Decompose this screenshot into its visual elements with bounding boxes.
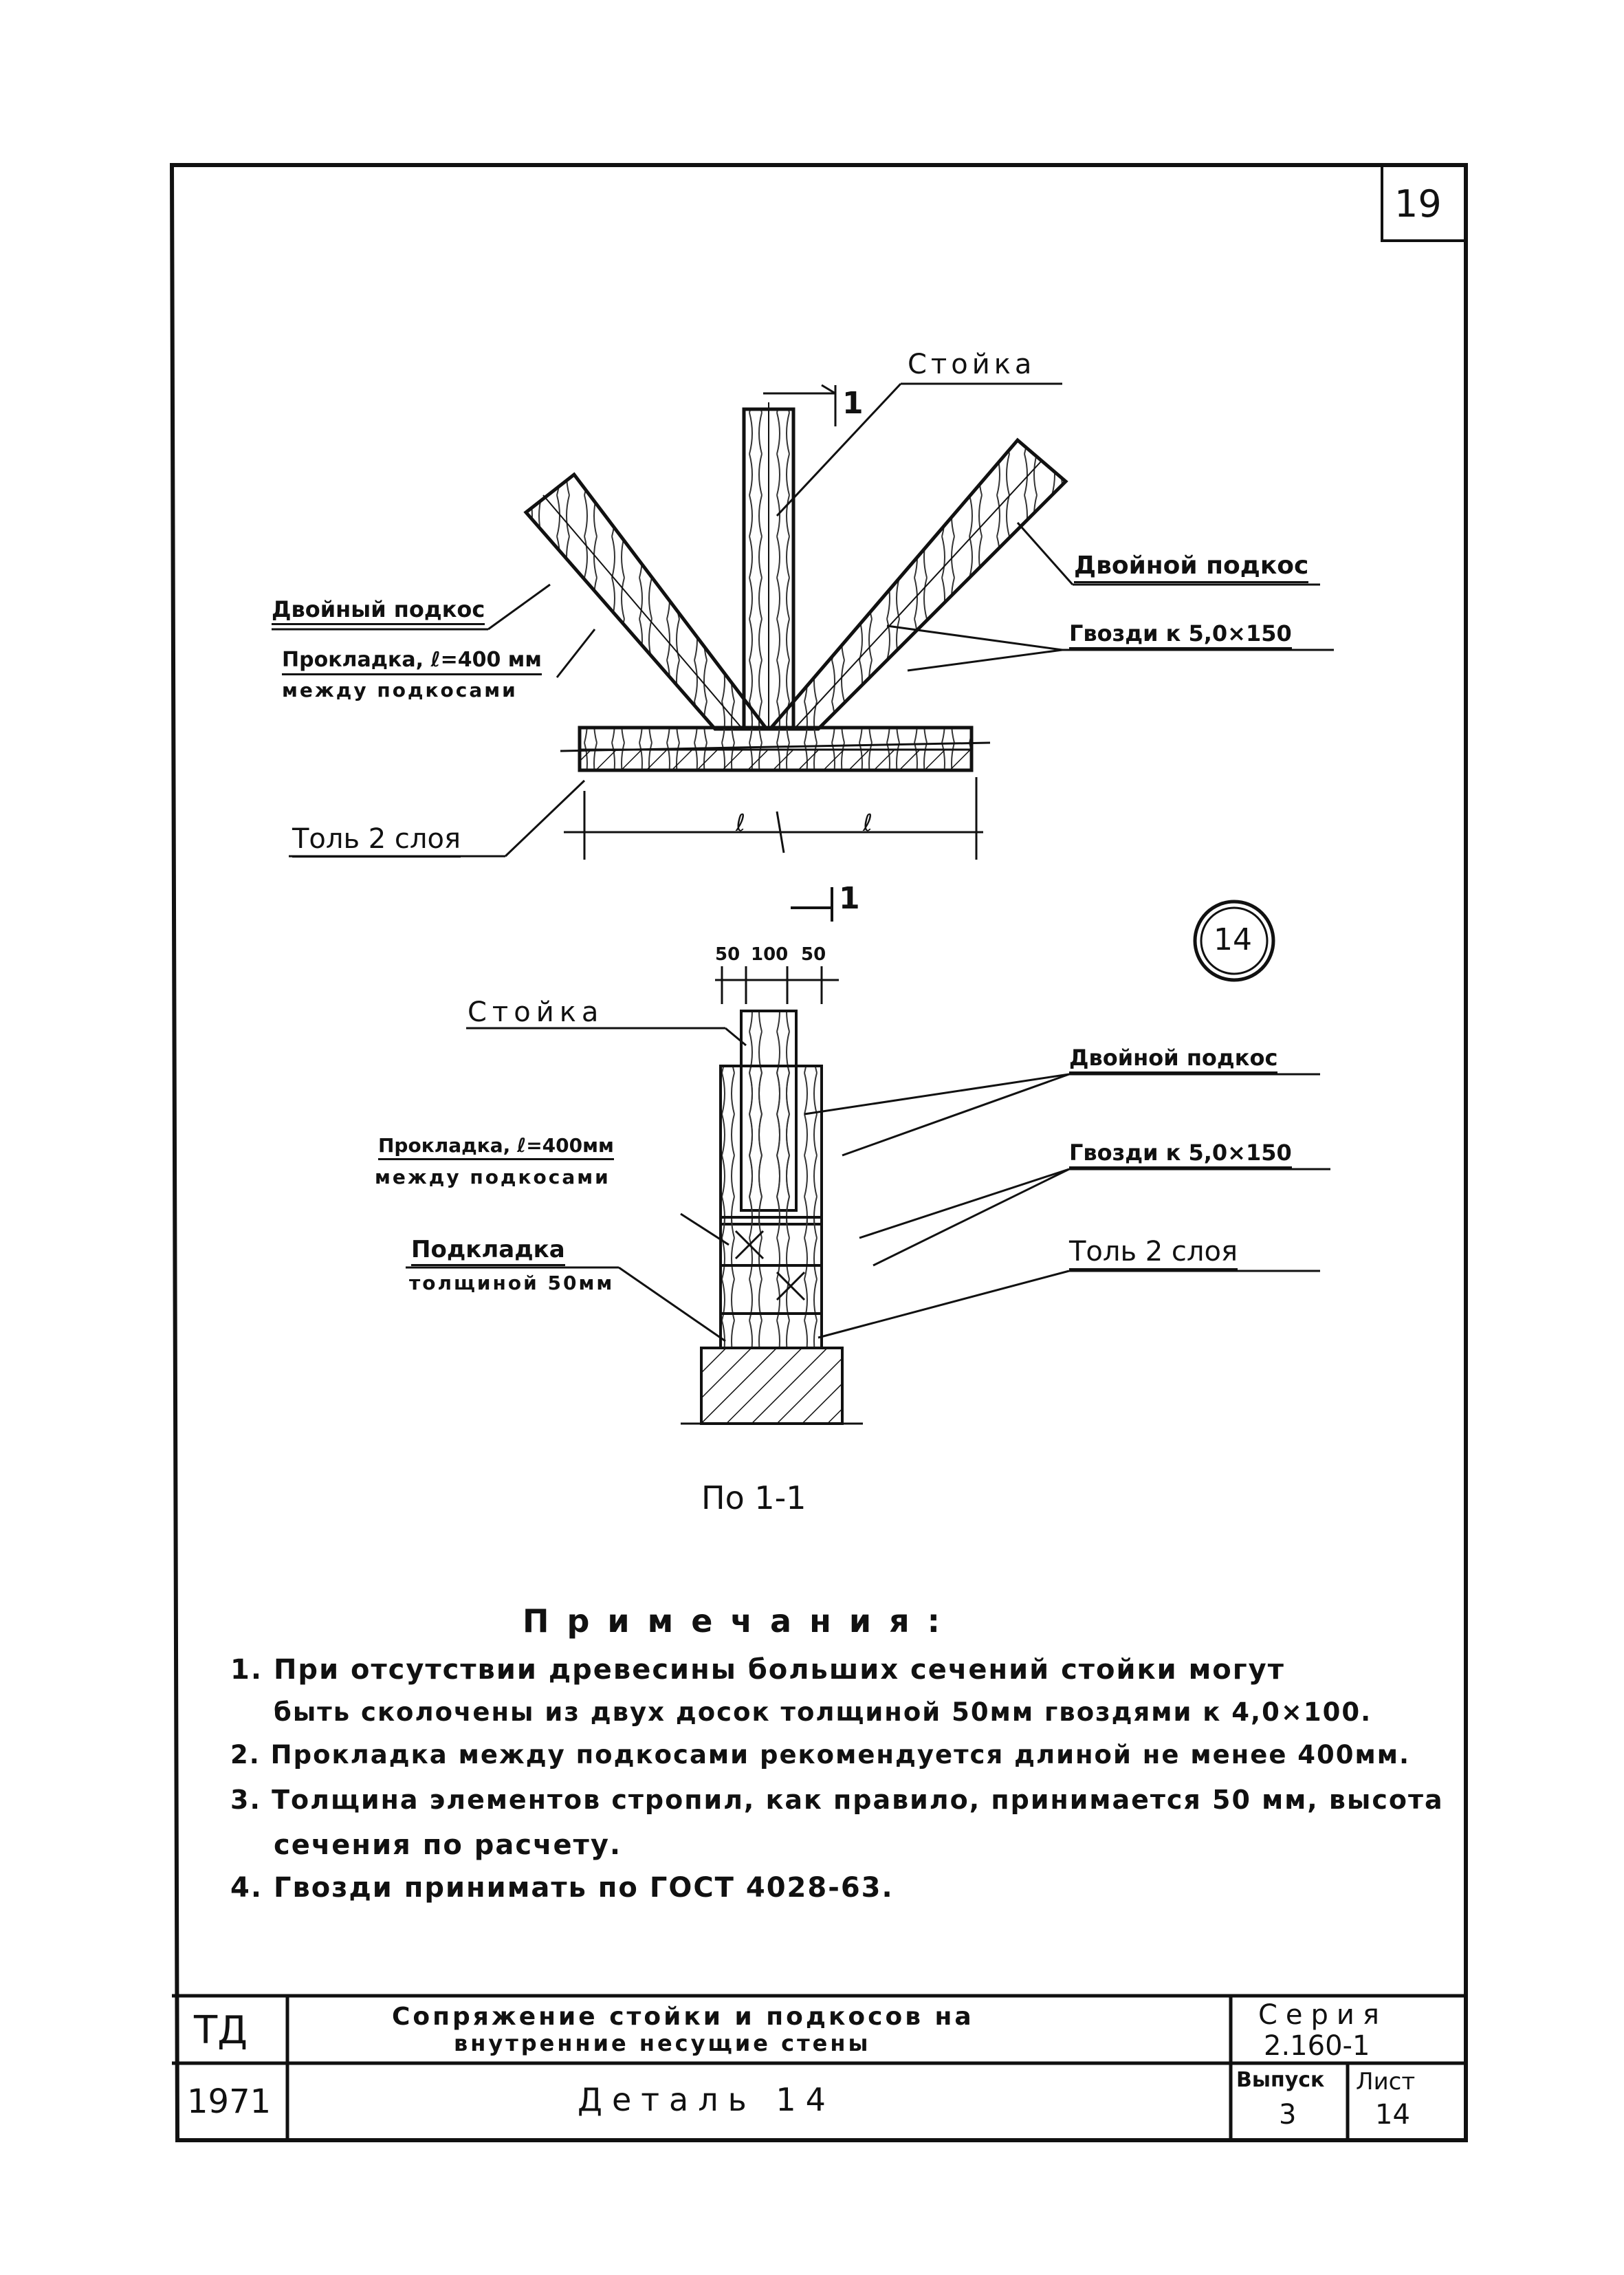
detail-circle bbox=[1193, 900, 1275, 982]
note-3-line-2: сечения по расчету. bbox=[274, 1829, 622, 1861]
note-2: 2. Прокладка между подкосами рекомендует… bbox=[230, 1740, 1411, 1770]
pad-label-2: толщиной 50мм bbox=[409, 1272, 615, 1294]
pad-section bbox=[719, 1312, 823, 1349]
pad-label-1: Подкладка bbox=[411, 1238, 565, 1266]
section-mark-label: 1 bbox=[839, 881, 860, 916]
detail-circle-label: 14 bbox=[1214, 922, 1252, 957]
series-value: 2.160-1 bbox=[1264, 2030, 1370, 2062]
title-line-2: внутренние несущие стены bbox=[454, 2030, 871, 2056]
issue-value: 3 bbox=[1279, 2099, 1297, 2131]
spacer-label-top-2: между подкосами bbox=[282, 679, 518, 701]
notes-title: Примечания: bbox=[523, 1602, 958, 1640]
section-mark-1 bbox=[791, 887, 833, 922]
note-1-line-1: 1. При отсутствии древесины больших сече… bbox=[230, 1654, 1285, 1686]
org-code: ТД bbox=[194, 2008, 248, 2053]
sheet-value: 14 bbox=[1375, 2099, 1410, 2131]
dim-left-label: ℓ bbox=[736, 809, 746, 837]
detail-title: Деталь 14 bbox=[578, 2081, 835, 2118]
title-line-1: Сопряжение стойки и подкосов на bbox=[392, 2003, 974, 2031]
post-label-top: Стойка bbox=[908, 349, 1036, 380]
year: 1971 bbox=[187, 2082, 272, 2121]
double-brace-right-label: Двойной подкос bbox=[1074, 554, 1309, 583]
roofing-label-top: Толь 2 слоя bbox=[292, 825, 461, 858]
dim-50-right: 50 bbox=[801, 944, 826, 965]
sheet-number: 19 bbox=[1394, 182, 1442, 226]
wall-beam-top-view bbox=[560, 726, 991, 772]
brace-right-top-view bbox=[766, 437, 1068, 731]
issue-label: Выпуск bbox=[1236, 2068, 1325, 2092]
series-label: Серия bbox=[1258, 1999, 1387, 2031]
title-block bbox=[172, 1994, 1466, 2140]
section-caption: По 1-1 bbox=[701, 1479, 806, 1516]
nails-label-top: Гвозди к 5,0×150 bbox=[1069, 622, 1292, 649]
sheet-frame bbox=[169, 163, 1468, 2142]
roofing-label-section: Толь 2 слоя bbox=[1069, 1238, 1238, 1270]
note-3-line-1: 3. Толщина элементов стропил, как правил… bbox=[230, 1785, 1444, 1815]
brace-left-top-view bbox=[523, 472, 771, 731]
dim-right-label: ℓ bbox=[863, 809, 873, 837]
spacer-label-section-1: Прокладка, ℓ=400мм bbox=[378, 1136, 614, 1160]
note-4: 4. Гвозди принимать по ГОСТ 4028-63. bbox=[230, 1872, 894, 1904]
dim-100: 100 bbox=[751, 944, 789, 965]
dim-50-left: 50 bbox=[715, 944, 740, 965]
nails-label-section: Гвозди к 5,0×150 bbox=[1069, 1142, 1292, 1168]
spacer-label-top-1: Прокладка, ℓ=400 мм bbox=[282, 650, 542, 675]
section-mark-top: 1 bbox=[842, 386, 864, 421]
sheet-label: Лист bbox=[1356, 2068, 1416, 2096]
wall-section bbox=[681, 1347, 863, 1425]
note-1-line-2: быть сколочены из двух досок толщиной 50… bbox=[274, 1697, 1372, 1727]
double-brace-label-section: Двойной подкос bbox=[1069, 1047, 1278, 1074]
spacer-label-section-2: между подкосами bbox=[375, 1166, 611, 1188]
spacer-section bbox=[719, 1216, 823, 1315]
post-label-section: Стойка bbox=[468, 997, 604, 1028]
double-brace-left-label: Двойный подкос bbox=[272, 598, 485, 625]
post-top-view bbox=[742, 402, 795, 731]
section-dimensions bbox=[715, 966, 839, 1004]
post-section bbox=[719, 1010, 823, 1226]
